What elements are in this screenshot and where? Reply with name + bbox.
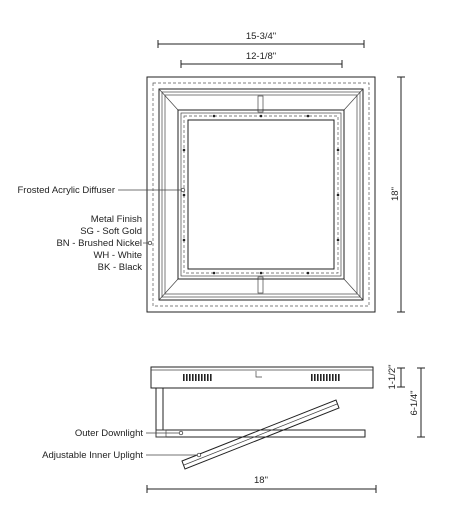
diffuser-callout: Frosted Acrylic Diffuser bbox=[18, 185, 186, 196]
finish-title: Metal Finish bbox=[91, 214, 142, 225]
dimension-height: 18" bbox=[390, 76, 405, 313]
dimension-total-height-label: 6-1/4" bbox=[409, 390, 420, 415]
finish-option-sg: SG - Soft Gold bbox=[80, 226, 142, 237]
finish-option-wh: WH - White bbox=[93, 250, 142, 261]
inner-uplight-label: Adjustable Inner Uplight bbox=[42, 450, 143, 461]
diffuser-label: Frosted Acrylic Diffuser bbox=[18, 185, 116, 196]
dimension-height-label: 18" bbox=[390, 187, 401, 201]
top-view: 15-3/4" 12-1/8" 18" bbox=[18, 31, 405, 313]
dimension-total-height: 6-1/4" bbox=[409, 367, 425, 438]
dimension-outer-width: 15-3/4" bbox=[157, 31, 365, 48]
outer-downlight-callout: Outer Downlight bbox=[75, 428, 184, 439]
vent-slots-left bbox=[183, 374, 212, 381]
dimension-canopy-height: 1-1/2" bbox=[387, 364, 405, 390]
inner-uplight bbox=[181, 399, 340, 470]
dimension-canopy-height-label: 1-1/2" bbox=[387, 364, 398, 389]
canopy bbox=[150, 366, 374, 389]
dimension-outer-width-label: 15-3/4" bbox=[246, 31, 276, 42]
inner-frame bbox=[177, 109, 345, 280]
inner-uplight-callout: Adjustable Inner Uplight bbox=[42, 450, 202, 461]
finish-option-bk: BK - Black bbox=[98, 262, 143, 273]
dimension-length: 18" bbox=[146, 475, 377, 493]
frame-rivets bbox=[182, 114, 340, 275]
side-view: Outer Downlight Adjustable Inner Uplight… bbox=[42, 364, 425, 493]
vent-slots-right bbox=[311, 374, 340, 381]
dimension-length-label: 18" bbox=[254, 475, 268, 486]
fixture-top-outline bbox=[146, 76, 376, 313]
finish-option-bn: BN - Brushed Nickel bbox=[56, 238, 142, 249]
dimension-inner-width-label: 12-1/8" bbox=[246, 51, 276, 62]
dimension-inner-width: 12-1/8" bbox=[180, 51, 343, 68]
outer-downlight-label: Outer Downlight bbox=[75, 428, 143, 439]
finish-callout: Metal Finish SG - Soft Gold BN - Brushed… bbox=[56, 214, 153, 273]
